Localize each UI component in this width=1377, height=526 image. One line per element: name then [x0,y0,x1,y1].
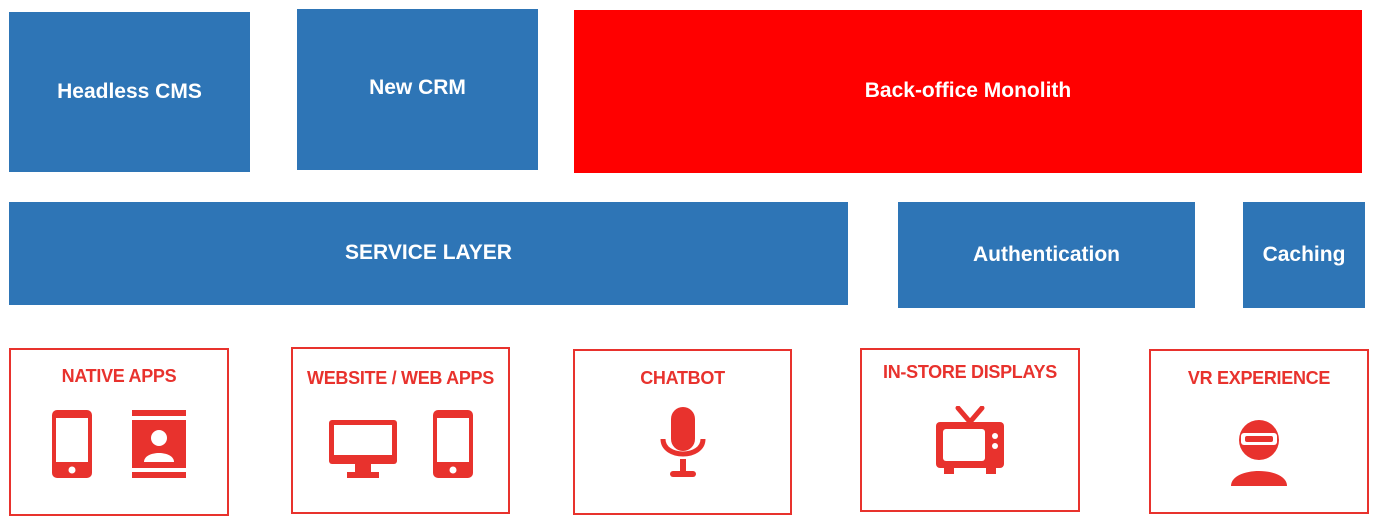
new-crm-box: New CRM [297,9,538,170]
channel-in-store-displays: IN-STORE DISPLAYS [860,348,1080,512]
microphone-icon [660,407,705,477]
channel-native-apps: NATIVE APPS [9,348,229,516]
channel-chatbot: CHATBOT [573,349,792,515]
back-office-monolith-box: Back-office Monolith [574,10,1362,173]
caching-label: Caching [1262,243,1346,266]
headless-cms-label: Headless CMS [57,80,202,103]
channel-website-web-apps: WEBSITE / WEB APPS [291,347,510,514]
tv-icon [936,406,1004,474]
authentication-label: Authentication [973,243,1120,266]
new-crm-label: New CRM [369,75,466,99]
headless-cms-box: Headless CMS [9,12,250,172]
channel-vr-experience: VR EXPERIENCE [1149,349,1369,514]
channel-title: IN-STORE DISPLAYS [883,362,1057,382]
channel-title: VR EXPERIENCE [1187,368,1331,388]
vr-user-icon [1231,420,1287,486]
contact-card-icon [132,410,186,478]
phone-icon [52,410,92,478]
service-layer-box: SERVICE LAYER [9,202,848,305]
authentication-box: Authentication [898,202,1195,308]
service-layer-label: SERVICE LAYER [345,240,512,264]
phone-icon [432,410,473,478]
back-office-monolith-label: Back-office Monolith [864,78,1072,102]
caching-box: Caching [1243,202,1365,308]
monitor-icon [328,420,397,478]
channel-title: NATIVE APPS [61,366,177,386]
channel-title: WEBSITE / WEB APPS [307,368,494,388]
channel-title: CHATBOT [640,368,725,388]
